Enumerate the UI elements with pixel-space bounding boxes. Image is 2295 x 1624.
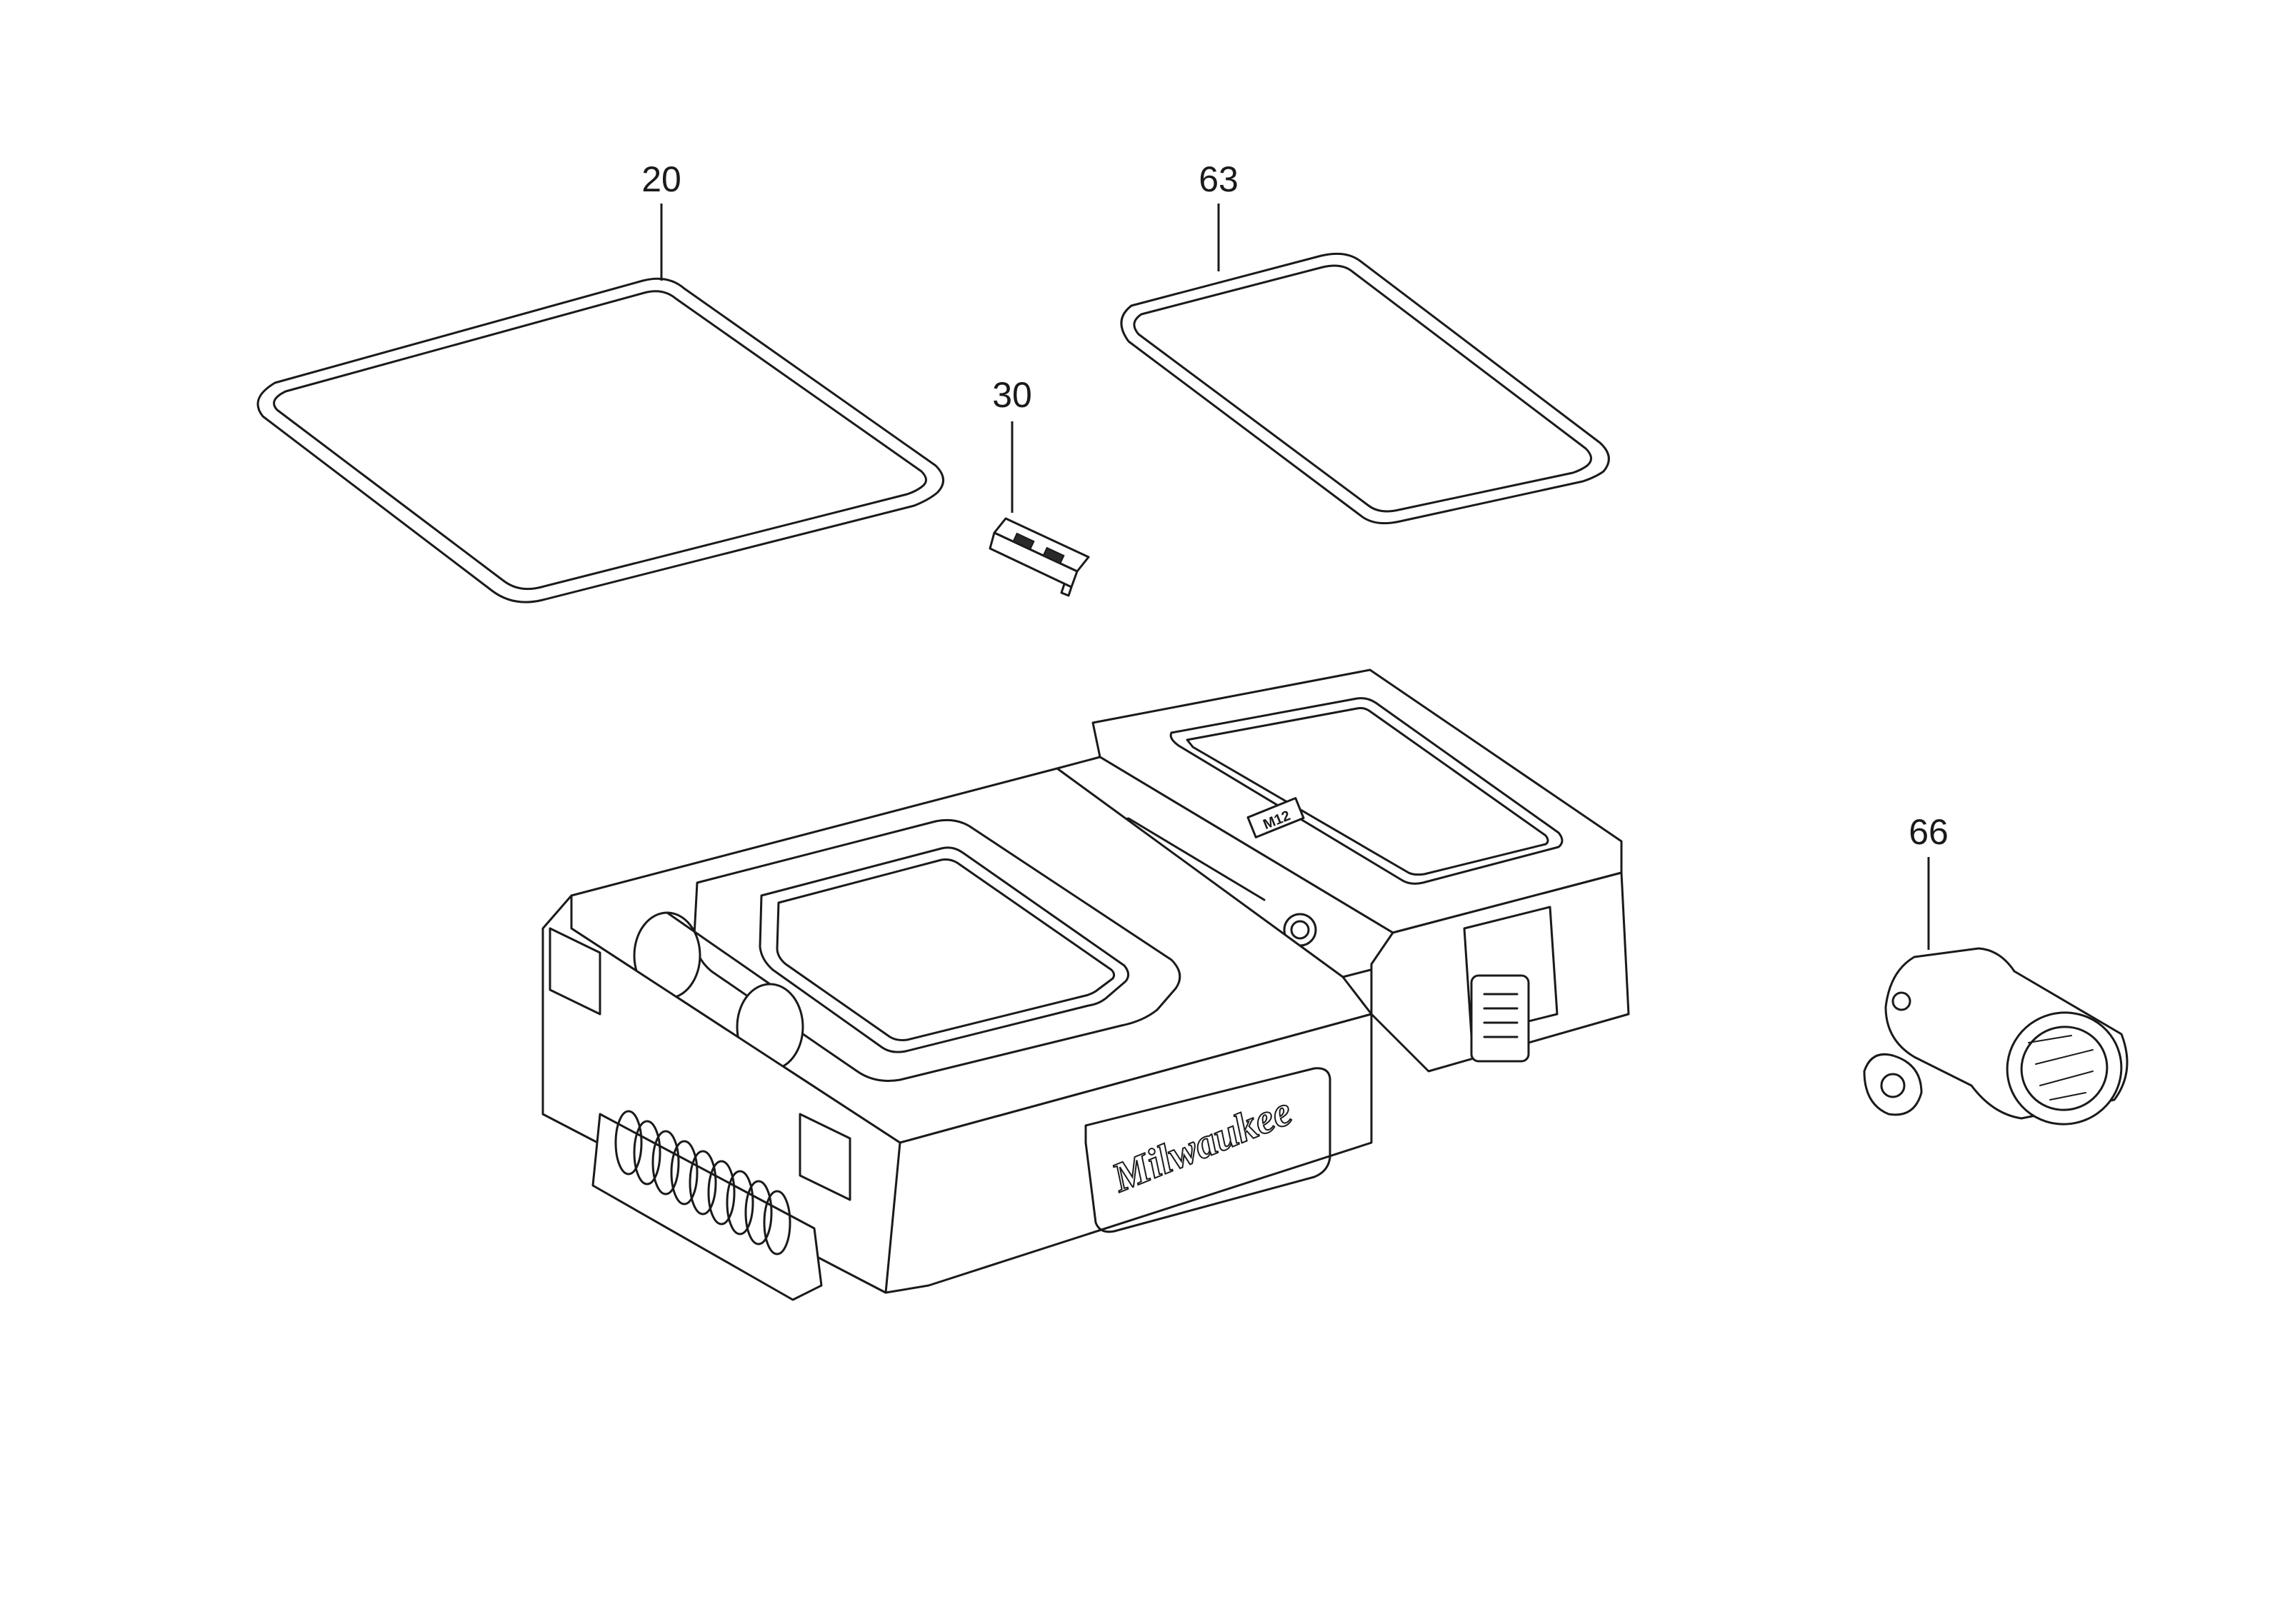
part-66-mount-adapter: 66 [1863, 812, 2129, 1126]
callout-label-66: 66 [1909, 812, 1949, 852]
part-63-small-gasket: 63 [1120, 159, 1610, 525]
light-head-frame [693, 818, 1181, 1082]
adapter-knob [1863, 1053, 1923, 1116]
case-right-top-panel [1169, 697, 1564, 885]
bellows-ribs [614, 1110, 791, 1255]
adapter-open-end [2006, 1011, 2123, 1126]
callout-label-63: 63 [1199, 159, 1239, 199]
adapter-hole [1891, 991, 1911, 1011]
case-left-end [541, 894, 901, 1294]
gasket-20-outer [256, 277, 944, 603]
callout-label-30: 30 [992, 375, 1032, 415]
adapter-open-end-inner [2020, 1026, 2109, 1111]
left-handle [591, 1113, 823, 1301]
part-30-usb-cover: 30 [989, 375, 1090, 597]
side-clip-ribs [1483, 993, 1519, 1038]
adapter-inner-ribs [2028, 1035, 2094, 1101]
part-20-large-gasket: 20 [256, 159, 944, 603]
m12-badge [1246, 797, 1305, 838]
gasket-63-inner [1133, 264, 1592, 513]
case-right-end [1370, 871, 1630, 1073]
light-head-lens [759, 846, 1129, 1053]
usb-port-icon-b [1042, 546, 1065, 565]
case-right-top-panel-inner [1186, 707, 1549, 876]
latch-left [549, 927, 601, 1016]
right-end-recess [1463, 906, 1559, 1037]
light-head-lens-inner [776, 858, 1116, 1041]
adapter-knob-center [1880, 1073, 1906, 1098]
usb-port-icon-a [1012, 532, 1035, 551]
side-clip-mount [1470, 974, 1530, 1063]
front-panel-recess [1084, 1067, 1331, 1233]
power-button-ring [1290, 920, 1310, 940]
callout-label-20: 20 [641, 159, 681, 199]
main-case-assembly: M12 Milwaukee [541, 668, 1630, 1301]
usb-cover-tab [1060, 583, 1073, 597]
latch-right [799, 1113, 851, 1201]
gasket-63-outer [1120, 252, 1610, 525]
gasket-20-inner [273, 290, 927, 591]
